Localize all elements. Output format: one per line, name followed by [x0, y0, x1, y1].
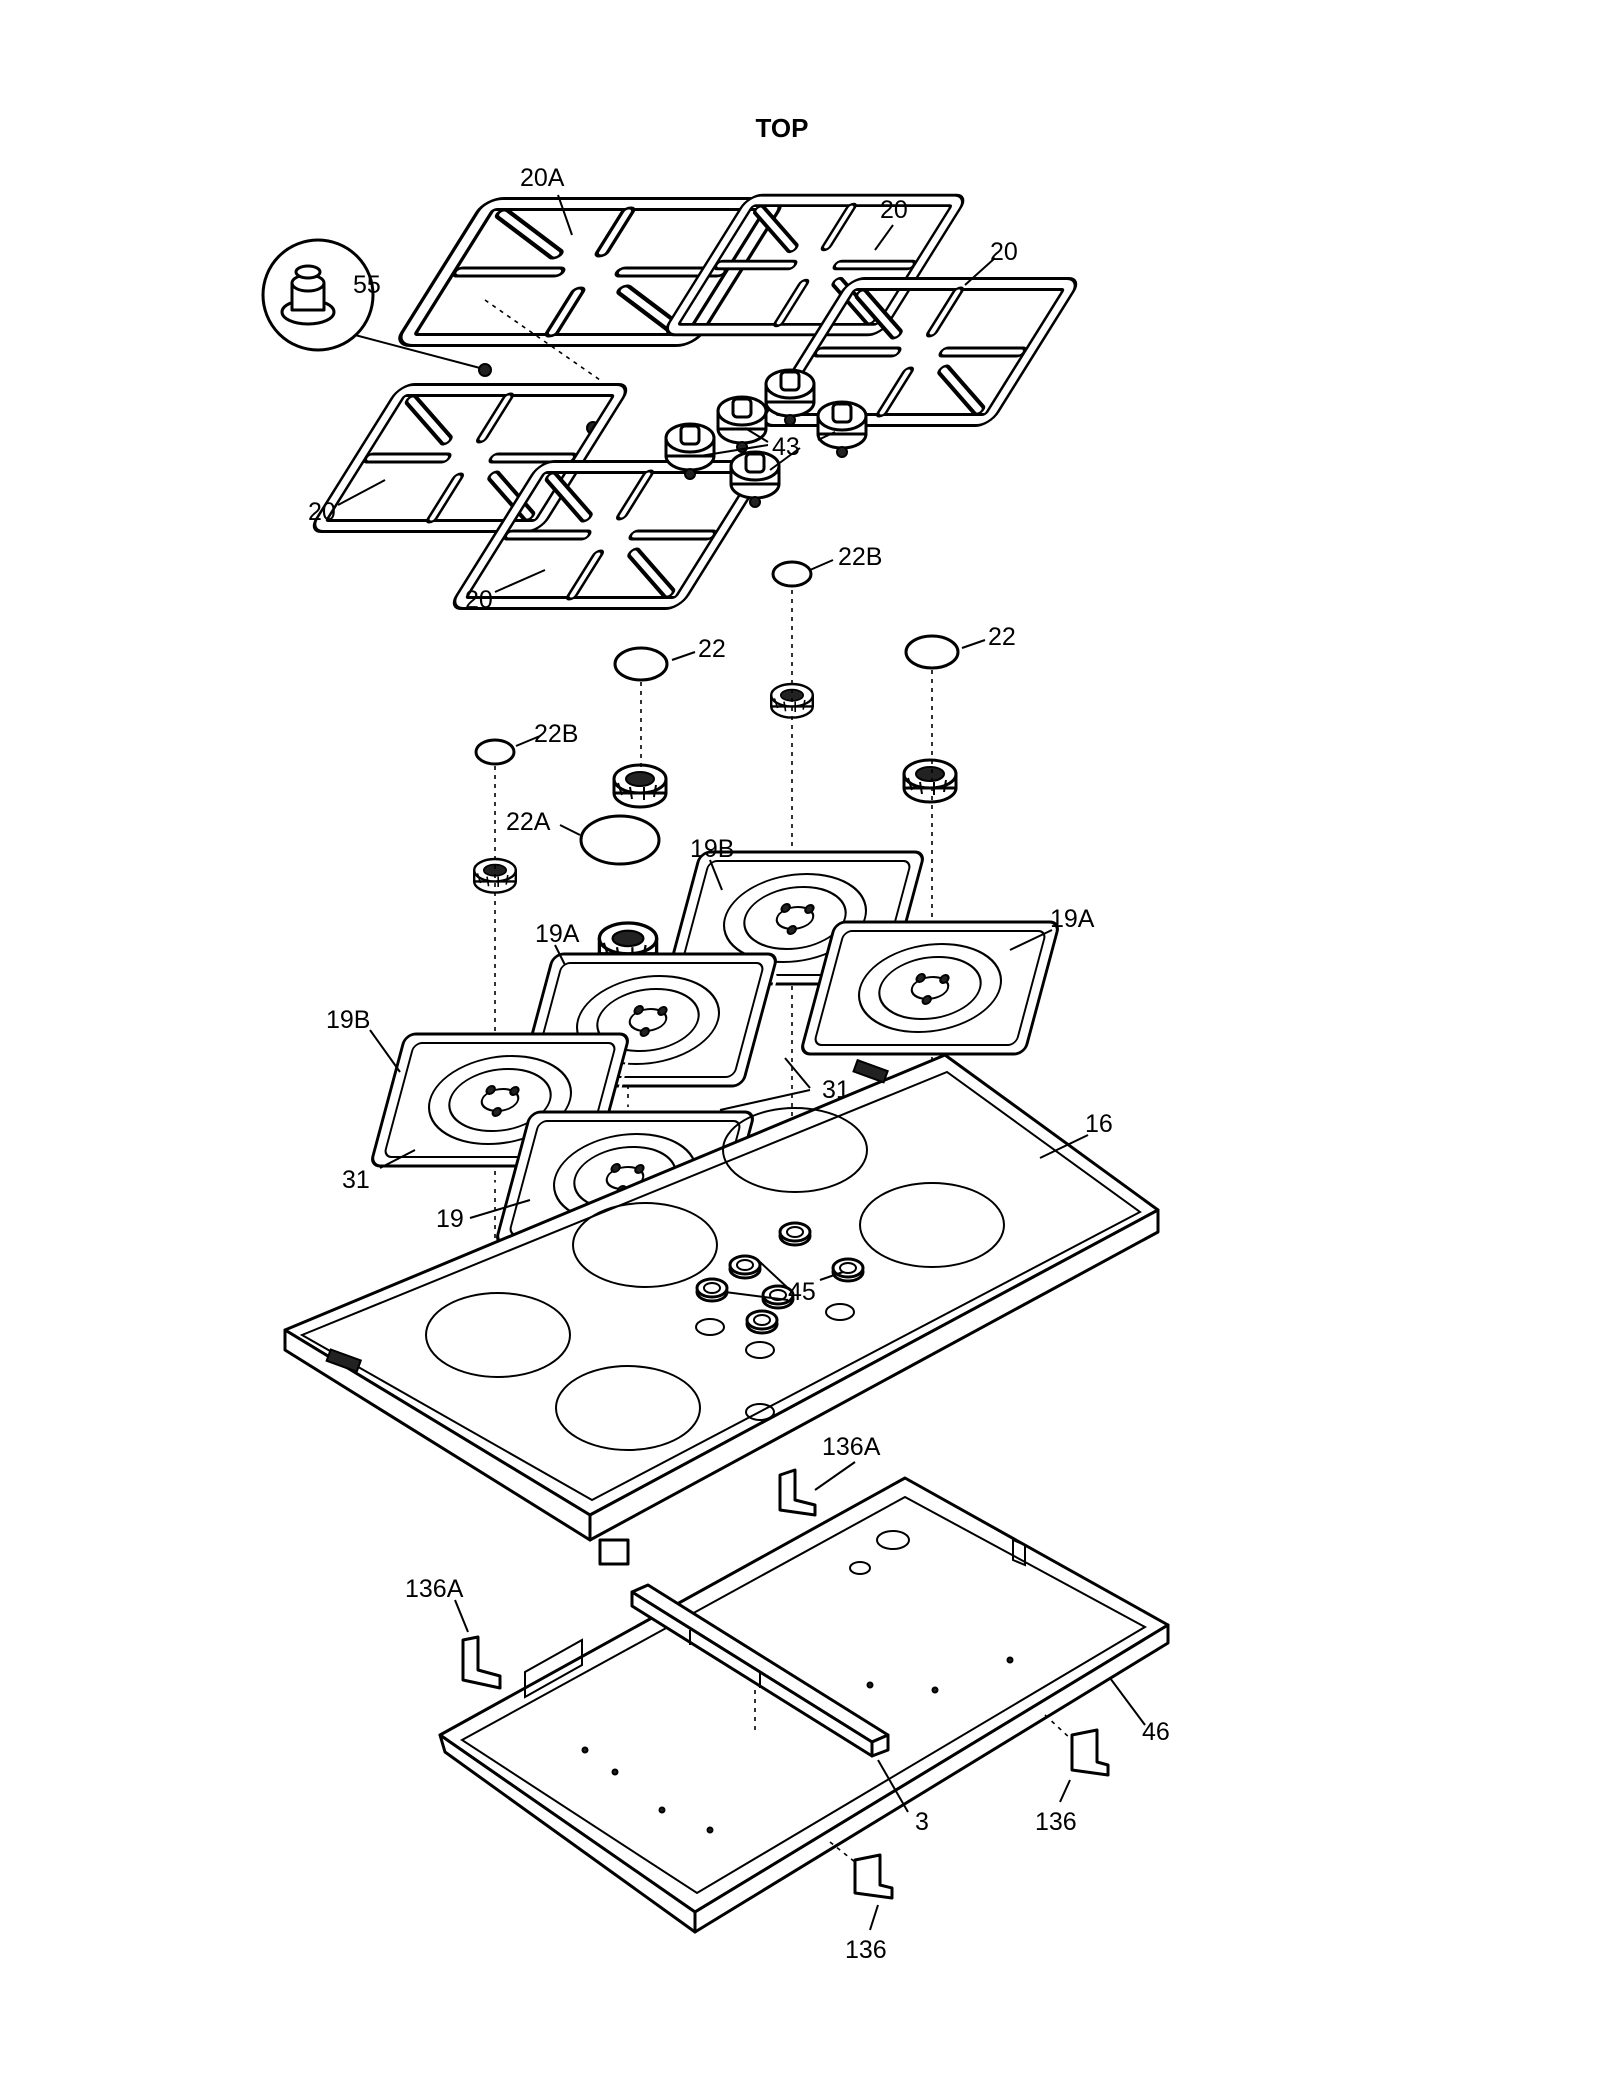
- bracket-136A-left: [454, 1599, 502, 1690]
- label-22A: 22A: [506, 808, 551, 836]
- cap-22-center: [613, 646, 669, 682]
- label-19A-center: 19A: [535, 920, 580, 948]
- label-22-center: 22: [698, 635, 726, 663]
- label-46: 46: [1142, 1718, 1170, 1746]
- label-20-front: 20: [465, 586, 493, 614]
- label-22B-left: 22B: [534, 720, 578, 748]
- label-136-right: 136: [1035, 1808, 1077, 1836]
- cap-22B-left: [474, 738, 516, 766]
- support-bar-3: [630, 1583, 909, 1813]
- grate-20A: [405, 204, 776, 381]
- label-19A-right: 19A: [1050, 905, 1095, 933]
- bracket-136-right: [1044, 1714, 1110, 1803]
- cap-22B-back: [771, 560, 813, 588]
- label-55: 55: [353, 271, 381, 299]
- burner-head-center: [612, 763, 668, 809]
- knob-set-43: [664, 368, 868, 509]
- label-3: 3: [915, 1808, 929, 1836]
- label-136-front: 136: [845, 1936, 887, 1964]
- label-22B-back: 22B: [838, 543, 882, 571]
- label-19B-left: 19B: [326, 1006, 370, 1034]
- label-136A-top: 136A: [822, 1433, 881, 1461]
- cooktop-16: [283, 1053, 1160, 1566]
- burner-head-right: [902, 758, 958, 804]
- cap-22-right: [904, 634, 960, 670]
- bracket-136A-top: [778, 1461, 856, 1517]
- label-45: 45: [788, 1278, 816, 1306]
- pan-19A-right: [798, 920, 1062, 1056]
- label-31-left: 31: [342, 1166, 370, 1194]
- label-19: 19: [436, 1205, 464, 1233]
- label-22-right: 22: [988, 623, 1016, 651]
- diagram-title: TOP: [756, 113, 809, 143]
- label-20A: 20A: [520, 164, 565, 192]
- cap-22A: [579, 814, 661, 866]
- foot-detail: [261, 238, 600, 435]
- label-136A-left: 136A: [405, 1575, 464, 1603]
- label-20-top: 20: [880, 196, 908, 224]
- bracket-136-front: [829, 1841, 894, 1931]
- label-20-right: 20: [990, 238, 1018, 266]
- label-20-left: 20: [308, 498, 336, 526]
- label-19B-back: 19B: [690, 835, 734, 863]
- label-43: 43: [772, 433, 800, 461]
- label-16: 16: [1085, 1110, 1113, 1138]
